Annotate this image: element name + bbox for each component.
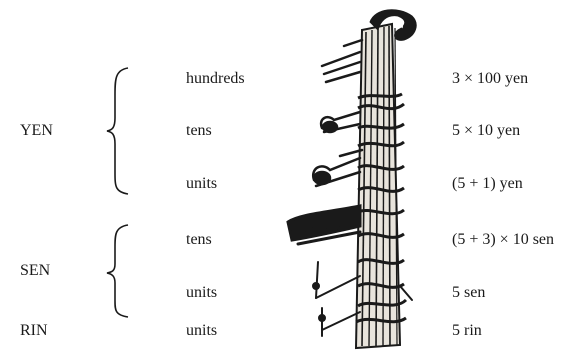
knot-rin-units [319, 308, 360, 336]
brace-yen [107, 68, 128, 194]
knot-yen-hundreds [322, 40, 362, 82]
knot-sen-tens [288, 206, 360, 244]
brace-sen [107, 225, 128, 317]
knot-yen-units [313, 150, 362, 186]
straw-bundle [356, 24, 400, 348]
knot-yen-tens [321, 112, 360, 132]
